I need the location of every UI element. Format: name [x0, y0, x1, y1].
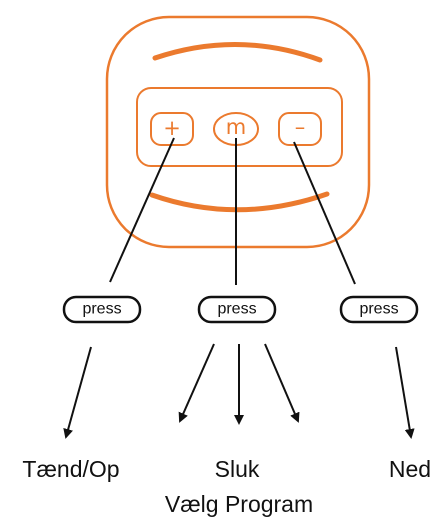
m-icon: m [226, 115, 246, 139]
minus-button-outline [278, 112, 322, 146]
plus-button[interactable]: + [150, 112, 194, 146]
press-text-center: press [217, 301, 256, 318]
arrow-center-left [178, 343, 215, 423]
action-label-center-line1: Sluk [215, 456, 260, 482]
press-label-left: press [62, 295, 142, 324]
minus-icon: – [295, 115, 306, 139]
connector-lines [109, 137, 356, 285]
arrows [63, 343, 415, 439]
connector-line-plus [109, 137, 175, 283]
press-label-right: press [339, 295, 419, 324]
action-label-center-line2: Vælg Program [165, 491, 313, 517]
action-label-right: Ned [389, 456, 431, 482]
arrow-center-right [264, 343, 300, 423]
connector-line-minus [293, 141, 356, 285]
remote-top-ridge [152, 42, 323, 63]
press-label-center: press [197, 295, 277, 324]
press-text-right: press [359, 301, 398, 318]
arrow-right [395, 346, 415, 439]
press-text-left: press [82, 301, 121, 318]
remote-outer-shell [105, 15, 371, 249]
remote-device: + m – [105, 15, 371, 249]
minus-button[interactable]: – [278, 112, 322, 146]
press-pill-right [339, 295, 419, 324]
action-label-left: Tænd/Op [22, 456, 119, 482]
press-pill-center [197, 295, 277, 324]
press-pill-left [62, 295, 142, 324]
button-panel [136, 87, 343, 167]
remote-bottom-ridge [149, 191, 330, 213]
plus-button-outline [150, 112, 194, 146]
plus-icon: + [163, 116, 181, 140]
arrow-left [63, 346, 92, 439]
